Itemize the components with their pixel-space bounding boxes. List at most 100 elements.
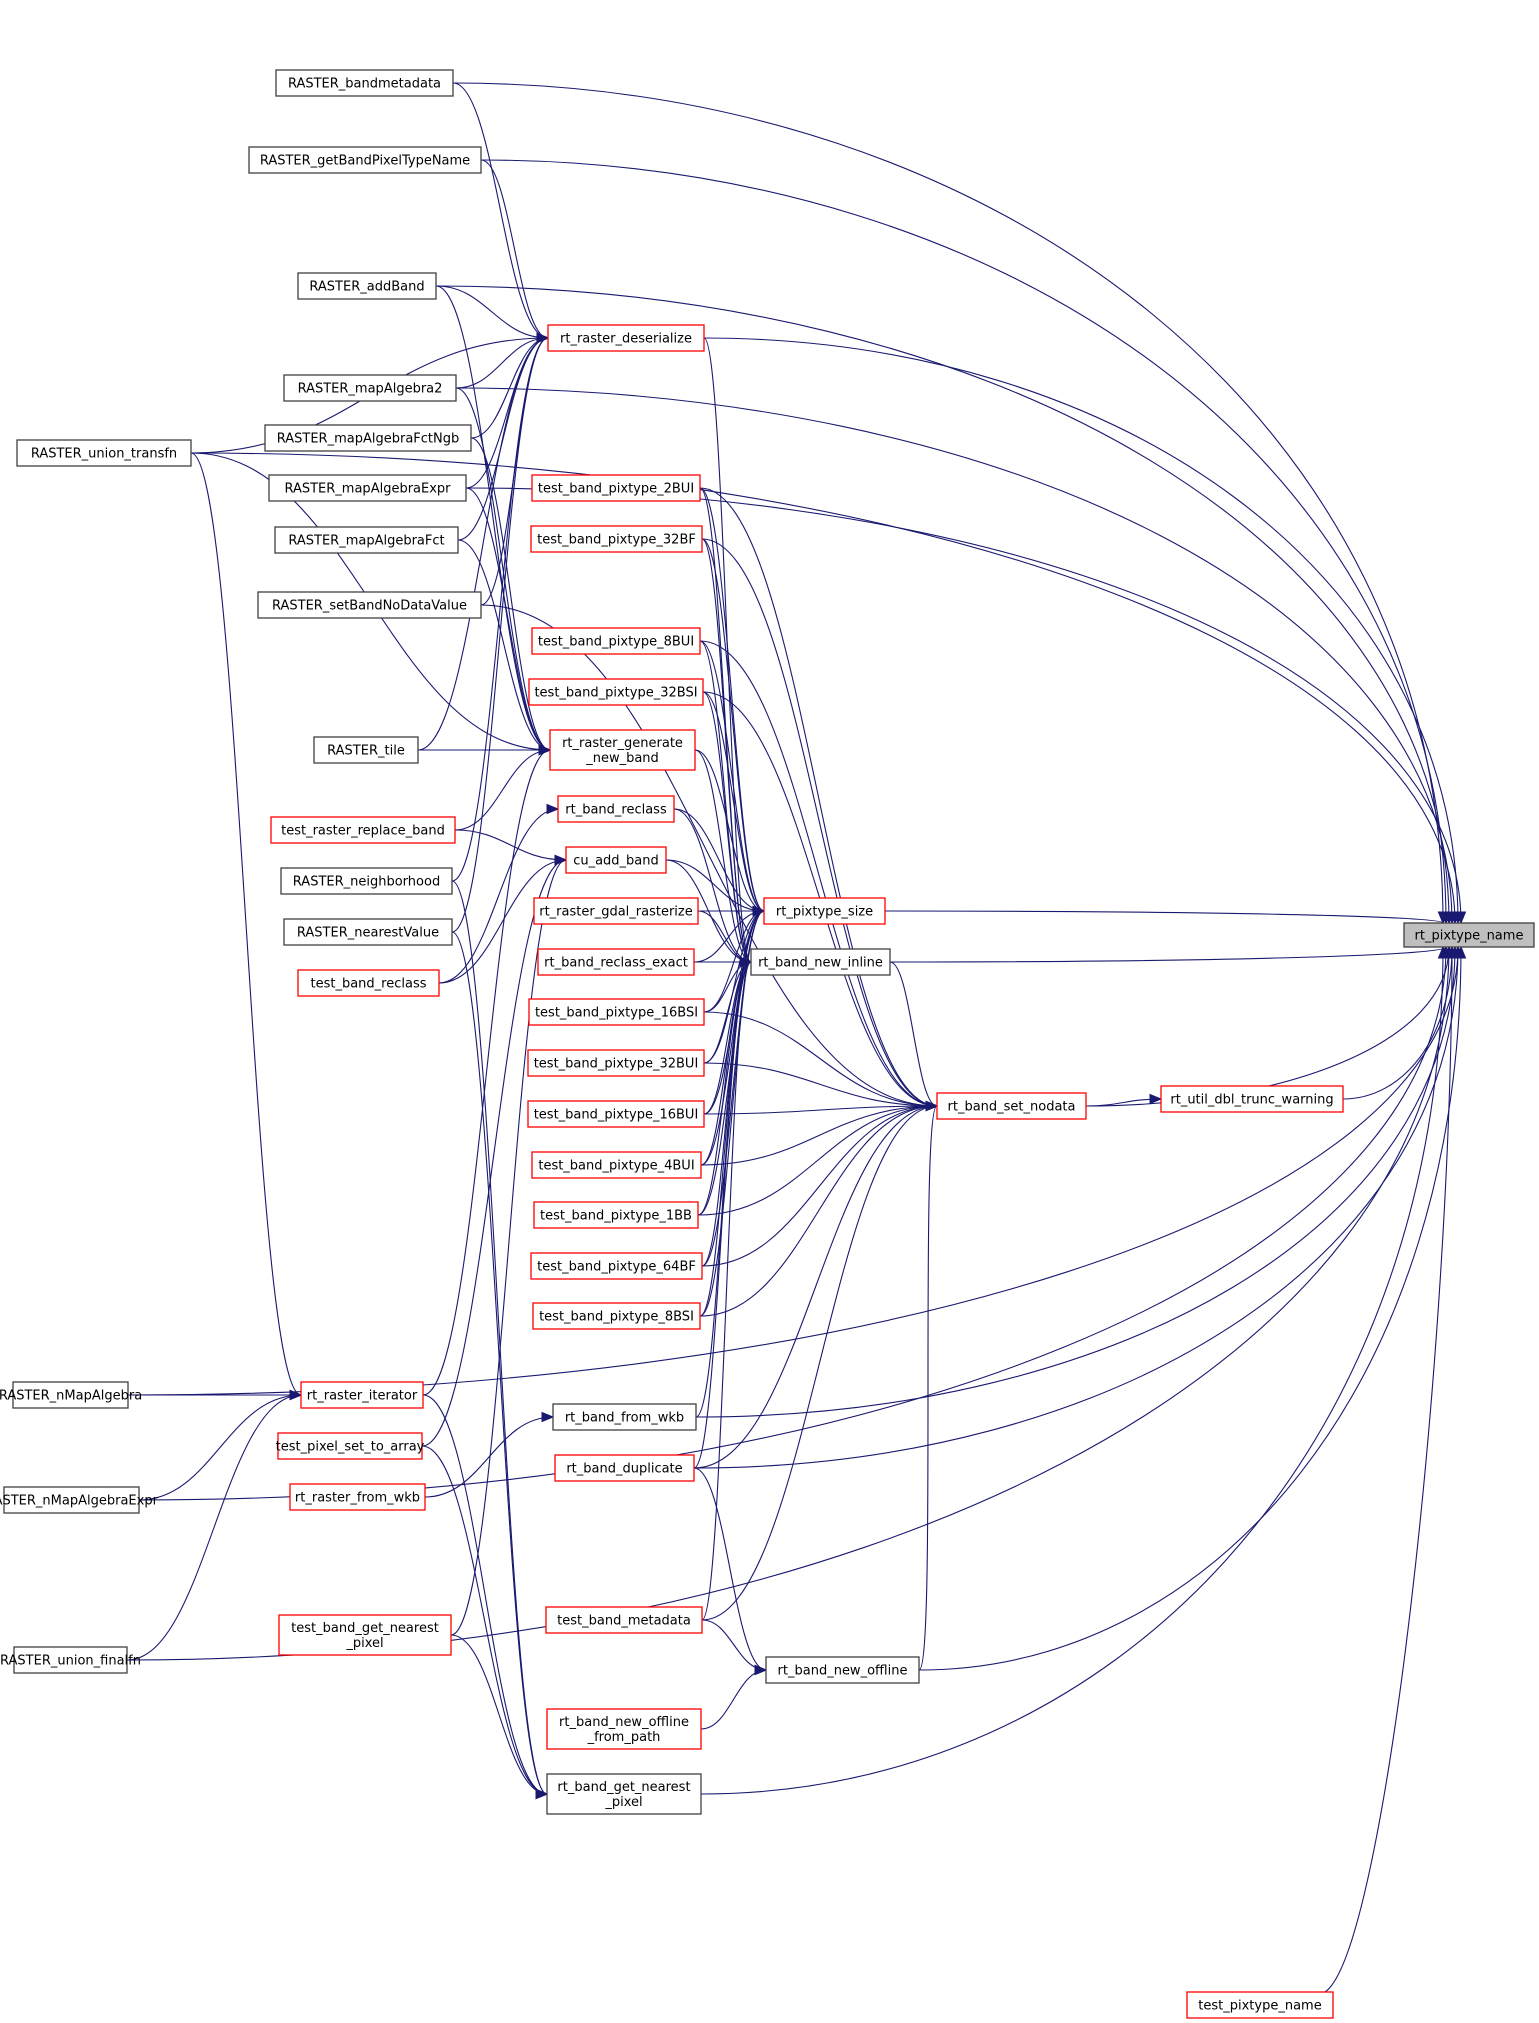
node-raster-nearestvalue[interactable]: RASTER_nearestValue <box>283 918 453 946</box>
edge-path <box>451 337 549 882</box>
edge-path <box>457 539 551 751</box>
edge-path <box>417 337 549 751</box>
node-rt-raster-deserialize[interactable]: rt_raster_deserialize <box>547 324 705 352</box>
node-raster-mapalgebrafctngb[interactable]: RASTER_mapAlgebraFctNgb <box>264 424 472 452</box>
edge-path <box>673 808 765 912</box>
edge-RASTER_union_finalfn-to-rt_pixtype_name <box>126 945 1455 1661</box>
edge-path <box>421 1445 548 1795</box>
node-label: rt_raster_iterator <box>307 1389 418 1404</box>
node-test-band-pixtype-32bf[interactable]: test_band_pixtype_32BF <box>530 525 703 553</box>
edge-path <box>693 1105 938 1469</box>
node-label: rt_band_from_wkb <box>565 1411 684 1426</box>
edge-path <box>465 487 1462 924</box>
arrowhead-icon <box>754 1664 768 1676</box>
node-rt-raster-iterator[interactable]: rt_raster_iterator <box>300 1381 424 1409</box>
node-label: RASTER_mapAlgebraExpr <box>284 482 451 497</box>
node-test-band-metadata[interactable]: test_band_metadata <box>545 1606 703 1634</box>
node-box <box>532 1302 701 1330</box>
node-rt-pixtype-size[interactable]: rt_pixtype_size <box>763 897 886 925</box>
node-raster-mapalgebrafct[interactable]: RASTER_mapAlgebraFct <box>274 526 459 554</box>
node-rt-band-new-offline-from-path[interactable]: rt_band_new_offline_from_path <box>546 1708 702 1750</box>
node-test-raster-replace-band[interactable]: test_raster_replace_band <box>270 816 456 844</box>
edge-path <box>699 1105 938 1317</box>
node-test-band-reclass[interactable]: test_band_reclass <box>297 969 440 997</box>
node-label: test_band_pixtype_2BUI <box>538 482 694 497</box>
edge-rt_band_new_offline_from_path-to-rt_band_new_offline <box>700 1664 768 1730</box>
node-raster-mapalgebraexpr[interactable]: RASTER_mapAlgebraExpr <box>268 474 467 502</box>
node-raster-union-transfn[interactable]: RASTER_union_transfn <box>16 439 192 467</box>
node-test-band-pixtype-32bsi[interactable]: test_band_pixtype_32BSI <box>528 678 704 706</box>
edge-rt_raster_from_wkb-to-rt_band_from_wkb <box>424 1411 555 1498</box>
node-raster-mapalgebra2[interactable]: RASTER_mapAlgebra2 <box>283 374 457 402</box>
node-test-band-pixtype-4bui[interactable]: test_band_pixtype_4BUI <box>531 1151 702 1179</box>
node-test-band-pixtype-1bb[interactable]: test_band_pixtype_1BB <box>533 1201 699 1229</box>
node-raster-bandmetadata[interactable]: RASTER_bandmetadata <box>275 69 454 97</box>
node-rt-pixtype-name[interactable]: rt_pixtype_name <box>1403 922 1535 948</box>
node-raster-getbandpixeltypename[interactable]: RASTER_getBandPixelTypeName <box>248 146 482 174</box>
edge-rt_band_duplicate-to-rt_band_set_nodata <box>693 1100 939 1469</box>
node-rt-band-duplicate[interactable]: rt_band_duplicate <box>554 1454 695 1482</box>
node-rt-band-new-inline[interactable]: rt_band_new_inline <box>750 948 891 976</box>
node-test-band-pixtype-2bui[interactable]: test_band_pixtype_2BUI <box>531 474 701 502</box>
node-test-band-pixtype-64bf[interactable]: test_band_pixtype_64BF <box>530 1252 703 1280</box>
edge-path <box>693 961 752 1469</box>
node-test-pixel-set-to-array[interactable]: test_pixel_set_to_array <box>276 1432 425 1460</box>
node-label: rt_band_get_nearest <box>557 1780 690 1795</box>
edge-path <box>138 946 1447 1501</box>
node-test-band-pixtype-16bsi[interactable]: test_band_pixtype_16BSI <box>528 998 705 1026</box>
edge-path <box>702 691 765 912</box>
node-box <box>549 729 696 771</box>
node-cu-add-band[interactable]: cu_add_band <box>565 846 667 874</box>
node-rt-band-reclass[interactable]: rt_band_reclass <box>557 795 675 823</box>
node-raster-addband[interactable]: RASTER_addBand <box>297 272 437 300</box>
node-rt-band-get-nearest-pixel[interactable]: rt_band_get_nearest_pixel <box>546 1773 702 1815</box>
node-label: RASTER_tile <box>327 744 405 759</box>
node-raster-nmapalgebra[interactable]: RASTER_nMapAlgebra <box>0 1381 142 1409</box>
node-box <box>1186 1991 1334 2019</box>
node-test-band-get-nearest-pixel[interactable]: test_band_get_nearest_pixel <box>278 1614 452 1656</box>
arrowhead-icon <box>1149 1093 1163 1105</box>
node-label: RASTER_setBandNoDataValue <box>272 599 467 614</box>
node-label: rt_raster_deserialize <box>560 332 692 347</box>
edge-RASTER_union_finalfn-to-rt_raster_iterator <box>126 1389 303 1661</box>
node-raster-union-finalfn[interactable]: RASTER_union_finalfn <box>0 1646 141 1674</box>
node-test-band-pixtype-32bui[interactable]: test_band_pixtype_32BUI <box>527 1049 705 1077</box>
edge-path <box>465 487 551 751</box>
node-rt-raster-from-wkb[interactable]: rt_raster_from_wkb <box>289 1483 426 1511</box>
node-rt-band-reclass-exact[interactable]: rt_band_reclass_exact <box>537 948 695 976</box>
node-rt-raster-gdal-rasterize[interactable]: rt_raster_gdal_rasterize <box>533 897 699 925</box>
edge-path <box>700 1105 938 1166</box>
edge-rt_band_set_nodata-to-rt_pixtype_name <box>1085 945 1455 1107</box>
nodes-layer: rt_pixtype_name RASTER_bandmetadataRASTER… <box>0 69 1535 2019</box>
node-box <box>547 324 705 352</box>
node-label: test_band_pixtype_16BUI <box>534 1108 699 1123</box>
edge-test_band_metadata-to-rt_band_set_nodata <box>701 1100 939 1621</box>
arrowhead-icon <box>554 854 568 866</box>
edge-path <box>452 82 549 339</box>
node-label: test_band_pixtype_8BSI <box>539 1310 694 1325</box>
node-test-band-pixtype-8bui[interactable]: test_band_pixtype_8BUI <box>531 627 701 655</box>
arrowhead-icon <box>546 803 560 815</box>
edge-path <box>127 946 1459 1396</box>
node-rt-band-from-wkb[interactable]: rt_band_from_wkb <box>552 1403 697 1431</box>
node-rt-band-new-offline[interactable]: rt_band_new_offline <box>765 1656 920 1684</box>
node-test-band-pixtype-16bui[interactable]: test_band_pixtype_16BUI <box>527 1100 705 1128</box>
node-box <box>283 918 453 946</box>
node-raster-tile[interactable]: RASTER_tile <box>313 736 419 764</box>
edge-path <box>424 1416 554 1498</box>
node-test-pixtype-name[interactable]: test_pixtype_name <box>1186 1991 1334 2019</box>
node-raster-neighborhood[interactable]: RASTER_neighborhood <box>280 867 453 895</box>
edge-rt_band_set_nodata-to-rt_util_dbl_trunc_warning <box>1085 1093 1163 1107</box>
node-rt-band-set-nodata[interactable]: rt_band_set_nodata <box>936 1092 1087 1120</box>
node-rt-raster-generate-new-band[interactable]: rt_raster_generate_new_band <box>549 729 696 771</box>
node-raster-setbandnodatavalue[interactable]: RASTER_setBandNoDataValue <box>257 591 482 619</box>
node-test-band-pixtype-8bsi[interactable]: test_band_pixtype_8BSI <box>532 1302 701 1330</box>
edge-path <box>438 859 567 984</box>
node-box <box>554 1454 695 1482</box>
edge-path <box>665 859 765 912</box>
edge-test_band_pixtype_32BF-to-rt_band_new_inline <box>701 538 753 968</box>
node-raster-nmapalgebraexpr[interactable]: RASTER_nMapAlgebraExpr <box>0 1486 159 1514</box>
edge-path <box>138 1394 302 1501</box>
node-rt-util-dbl-trunc-warning[interactable]: rt_util_dbl_trunc_warning <box>1160 1085 1344 1113</box>
